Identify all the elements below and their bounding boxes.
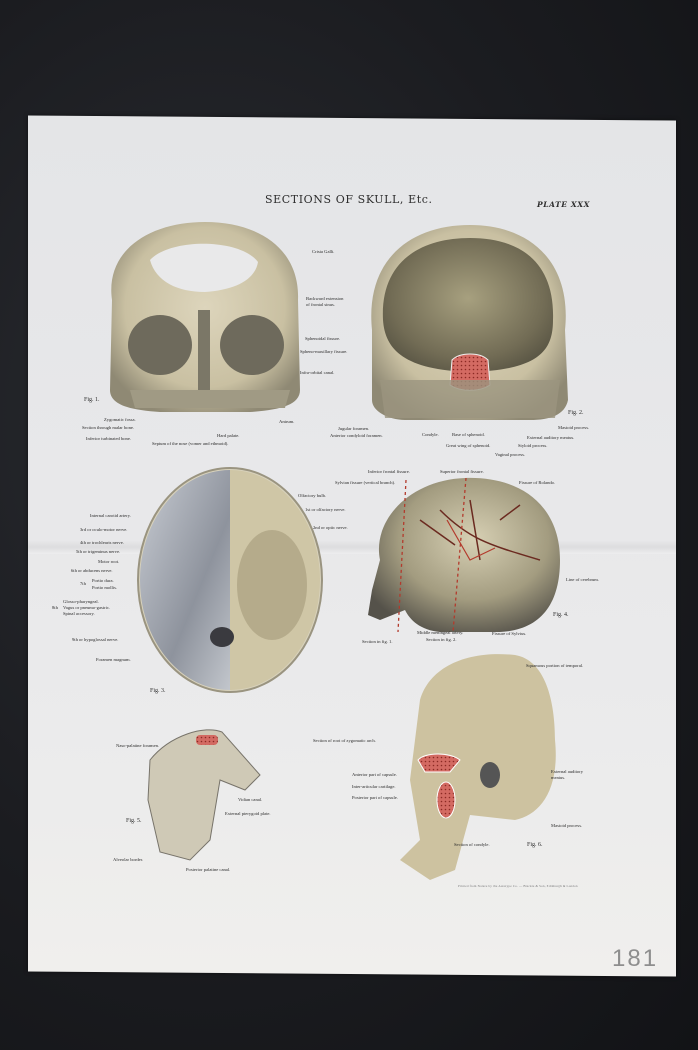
label: 9th or hypoglossal nerve. (72, 637, 119, 642)
label: Hard palate. (217, 433, 240, 438)
label: Backward extension (306, 296, 344, 301)
label: Inferior turbinated bone. (86, 436, 132, 441)
label: Base of sphenoid. (452, 432, 485, 437)
label: Internal carotid artery. (90, 513, 131, 518)
label: Jugular foramen. (338, 426, 370, 431)
fig3-caption: Fig. 3. (150, 688, 166, 694)
fig1-coronal-section (110, 222, 300, 412)
label: External pterygoid plate. (225, 811, 271, 816)
label: Infra-orbital canal. (300, 370, 335, 375)
label: Sphenoidal fissure. (305, 336, 341, 341)
plate-title: SECTIONS OF SKULL, Etc. (265, 193, 433, 206)
label: Great wing of sphenoid. (446, 443, 491, 448)
label: Fissure of Sylvius. (492, 631, 527, 636)
label: 7th (80, 581, 86, 586)
fig6-caption: Fig. 6. (527, 842, 543, 848)
label: Section in fig. 1. (362, 639, 393, 644)
label: Anterior condyloid foramen. (330, 433, 383, 438)
pencil-annotation: 181 (612, 945, 659, 972)
label: 8th (52, 605, 58, 610)
label: Inferior frontal fissure. (368, 469, 410, 474)
label: Section of condyle. (454, 842, 490, 847)
plate-number: PLATE XXX (537, 200, 591, 209)
label: of frontal sinus. (306, 302, 335, 307)
label: 1st or olfactory nerve. (305, 507, 346, 512)
label: Septum of the nose (vomer and ethmoid). (152, 441, 229, 446)
label: Inter-articular cartilage. (352, 784, 396, 789)
label: Portio dura. (92, 578, 114, 583)
fig4-lateral-skull (368, 477, 560, 633)
fig3-cranial-base (137, 467, 323, 693)
printer-imprint: Printed from Nature by the Autotype Co. … (458, 884, 578, 888)
label: Portio mollis. (92, 585, 118, 590)
fig5-palatine-fragment (147, 729, 261, 861)
label: 3rd or oculo-motor nerve. (80, 527, 128, 532)
label: Spinal accessory. (63, 611, 95, 616)
label: Section of root of zygomatic arch. (313, 738, 376, 743)
label: Posterior part of capsule. (352, 795, 398, 800)
label: Motor root. (98, 559, 120, 564)
label: Mastoid process. (551, 823, 583, 828)
label: Glosso-pharyngeal. (63, 599, 99, 604)
label: Antrum. (279, 419, 295, 424)
label: Anterior part of capsule. (352, 772, 397, 777)
label: Foramen magnum. (96, 657, 131, 662)
label: Fissure of Rolando. (519, 480, 556, 485)
label: Spheno-maxillary fissure. (300, 349, 348, 354)
label: Olfactory bulb. (298, 493, 327, 498)
label: External auditory meatus. (527, 435, 575, 440)
label: meatus. (551, 775, 566, 780)
label: Vagus or pneumo-gastric. (63, 605, 111, 610)
fig6-temporal-bone (400, 654, 556, 880)
label: 5th or trigeminus nerve. (76, 549, 121, 554)
label: Zygomatic fossa. (104, 417, 136, 422)
label: Styloid process. (518, 443, 548, 448)
label: Alveolar border. (113, 857, 144, 862)
label: Superior frontal fissure. (440, 469, 484, 474)
fig1-caption: Fig. 1. (84, 397, 100, 403)
fig2-coronal-posterior (371, 225, 568, 420)
label: Posterior palatine canal. (186, 867, 231, 872)
label: External auditory (551, 769, 584, 774)
fig4-caption: Fig. 4. (553, 612, 569, 618)
label: Middle meningeal artery. (417, 630, 464, 635)
label: 4th or trochlearis nerve. (80, 540, 124, 545)
label: Naso-palatine foramen. (116, 743, 160, 748)
label: Condyle. (422, 432, 439, 437)
label: Section through malar bone. (82, 425, 135, 430)
label: Line of cerebrum. (566, 577, 600, 582)
label: 2nd or optic nerve. (313, 525, 348, 530)
label: Section in fig. 2. (426, 637, 457, 642)
label: 6th or abducens nerve. (71, 568, 113, 573)
label: Squamous portion of temporal. (526, 663, 584, 668)
label: Sylvian fissure (vertical branch). (335, 480, 396, 485)
label: Mastoid process. (558, 425, 590, 430)
fig5-caption: Fig. 5. (126, 818, 142, 824)
fig2-caption: Fig. 2. (568, 410, 584, 416)
label: Vaginal process. (495, 452, 526, 457)
label: Crista Galli. (312, 249, 335, 254)
label: Vidian canal. (238, 797, 263, 802)
